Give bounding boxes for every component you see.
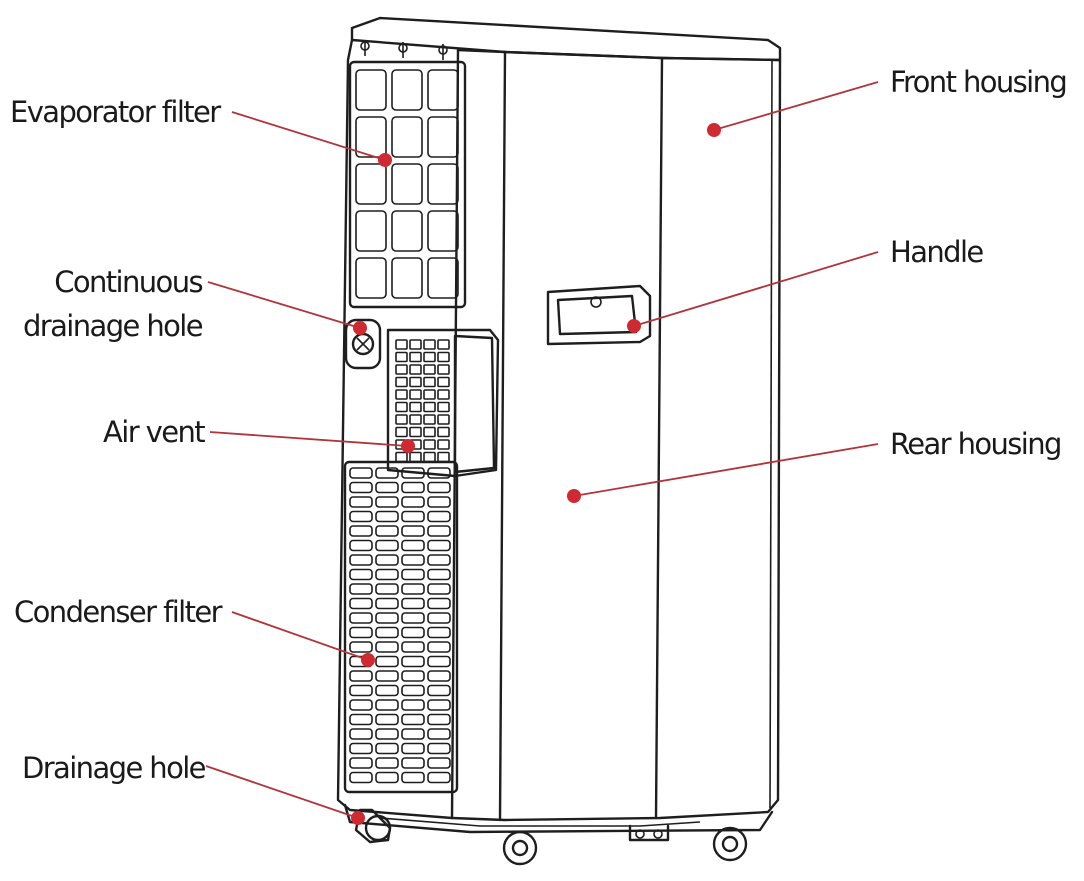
labels: Evaporator filter Continuous drainage ho… (10, 65, 1068, 785)
front-housing-marker (707, 123, 721, 137)
label-front-housing: Front housing (890, 65, 1066, 99)
base-and-wheels (343, 803, 774, 866)
condenser-filter-grille (343, 460, 459, 794)
label-evaporator-filter: Evaporator filter (10, 95, 221, 129)
rear-housing-marker (567, 489, 581, 503)
label-rear-housing: Rear housing (890, 427, 1061, 461)
air-vent-marker (401, 439, 415, 453)
handle (546, 284, 652, 346)
label-condenser-filter: Condenser filter (14, 595, 223, 629)
air-vent (386, 328, 500, 478)
handle-marker (627, 319, 641, 333)
label-continuous-drainage-hole-line1: Continuous (54, 265, 202, 299)
label-handle: Handle (890, 235, 983, 269)
callouts (205, 81, 879, 825)
continuous-drainage-hole-marker (353, 321, 367, 335)
evaporator-filter-grille (348, 40, 467, 309)
label-drainage-hole: Drainage hole (22, 751, 206, 785)
label-air-vent: Air vent (103, 415, 205, 449)
evaporator-filter-marker (378, 153, 392, 167)
condenser-filter-marker (361, 653, 375, 667)
label-continuous-drainage-hole-line2: drainage hole (23, 309, 203, 343)
drainage-hole-marker (351, 811, 365, 825)
unit-body (336, 16, 782, 822)
